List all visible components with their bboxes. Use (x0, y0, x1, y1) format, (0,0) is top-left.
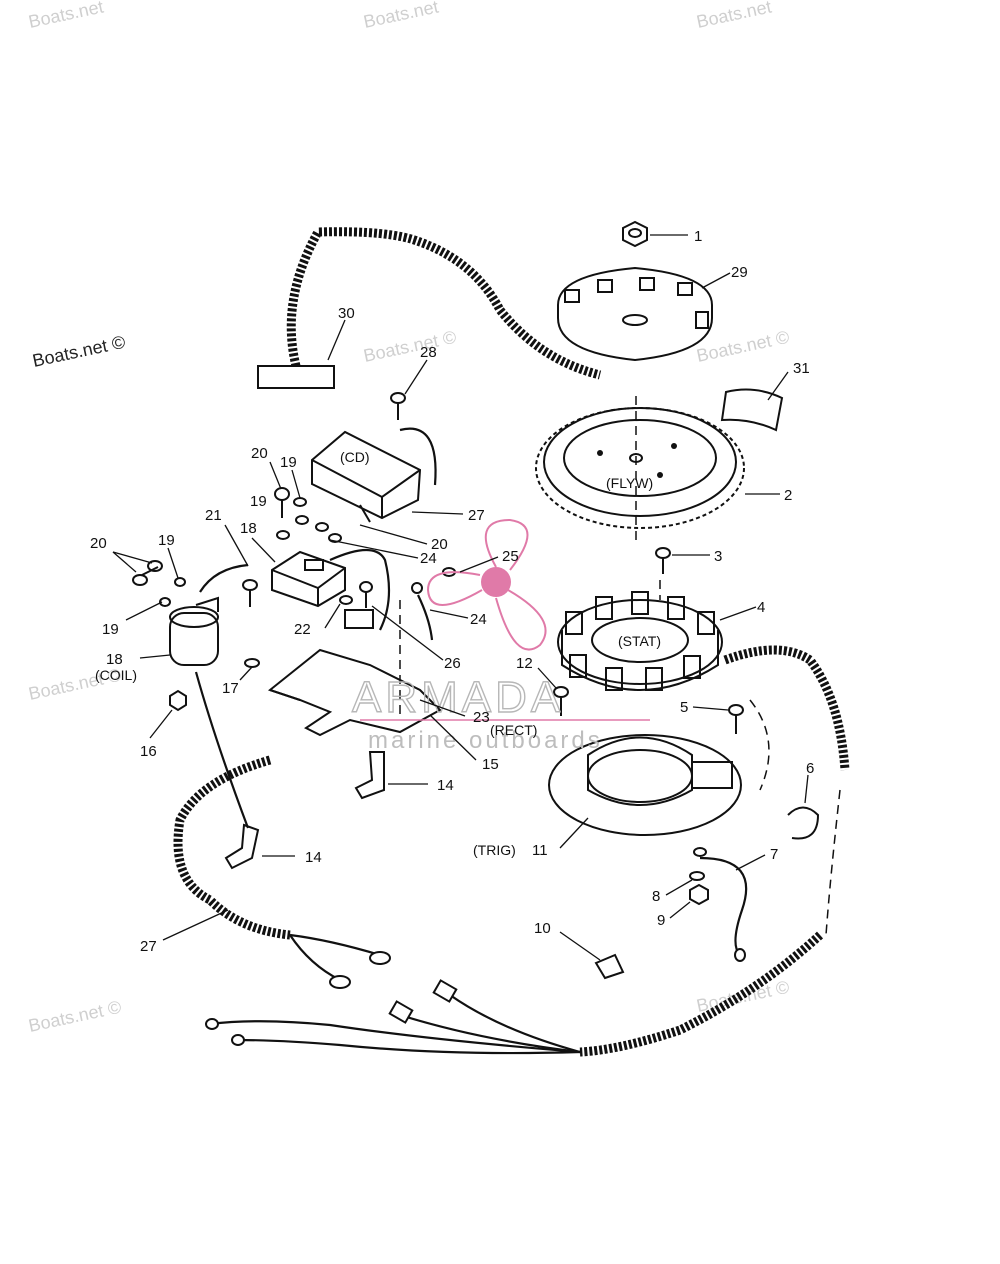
callout-18-coil: 18 (106, 651, 123, 668)
flywheel-screw (655, 547, 671, 574)
trigger-plate (548, 734, 742, 836)
callout-25: 25 (502, 548, 519, 565)
tag-stat: (STAT) (618, 633, 661, 649)
bottom-harness (205, 931, 824, 1057)
cd-wire (329, 549, 391, 631)
stator (557, 580, 723, 691)
watermark: Boats.net (27, 0, 106, 32)
callout-20-cd: 20 (251, 445, 268, 462)
callout-15: 15 (482, 756, 499, 773)
cd-module (311, 427, 437, 523)
callout-3: 3 (714, 548, 722, 565)
brand-name: ARMADA (352, 673, 564, 722)
coil-washer (244, 658, 260, 668)
watermarks: Boats.net Boats.net Boats.net Boats.net … (27, 0, 791, 1036)
terminal-24 (411, 582, 423, 594)
cd-bolts (274, 487, 342, 543)
callout-19-coil-lower: 19 (102, 621, 119, 638)
callout-26: 26 (444, 655, 461, 672)
callout-6: 6 (806, 760, 814, 777)
flywheel-nut (622, 220, 648, 248)
callout-30: 30 (338, 305, 355, 322)
callout-16: 16 (140, 743, 157, 760)
stator-screw (553, 686, 569, 716)
lock-washer (689, 871, 705, 881)
watermark: Boats.net © (695, 327, 791, 366)
mounting-bracket (267, 600, 442, 737)
j-clip (594, 953, 625, 980)
flywheel-decal (720, 388, 784, 432)
wire-24 (417, 594, 434, 641)
spark-boot-lower (224, 823, 260, 870)
washer-22 (339, 595, 353, 605)
callout-22: 22 (294, 621, 311, 638)
bolt-26 (359, 581, 373, 608)
callout-17: 17 (222, 680, 239, 697)
ground-wire (693, 847, 748, 962)
callout-24-lower: 24 (470, 611, 487, 628)
callout-23: 23 (473, 709, 490, 726)
flywheel-cup (557, 266, 713, 362)
leader-lines (112, 234, 809, 961)
trigger-screw (728, 704, 744, 734)
ignition-coil (169, 596, 219, 666)
callout-20-coil: 20 (90, 535, 107, 552)
hex-nut (689, 883, 709, 906)
watermark: Boats.net © (27, 997, 123, 1036)
callout-14-lower: 14 (305, 849, 322, 866)
tag-cd: (CD) (340, 449, 370, 465)
coil-nut (169, 689, 187, 712)
wire-sleeve-30 (257, 227, 602, 389)
callout-numbers: 1 29 31 2 3 4 12 5 6 7 8 9 10 11 30 28 2… (90, 228, 814, 955)
callout-27-lower: 27 (140, 938, 157, 955)
watermark: Boats.net © (695, 977, 791, 1016)
callout-1: 1 (694, 228, 702, 245)
coil-bolts (132, 560, 258, 607)
callout-9: 9 (657, 912, 665, 929)
brand-logo: ARMADA marine outboards (351, 518, 650, 754)
callout-5: 5 (680, 699, 688, 716)
flywheel (535, 396, 745, 540)
callout-24-upper: 24 (420, 550, 437, 567)
callout-28: 28 (420, 344, 437, 361)
component-tags: (CD) (FLYW) (STAT) (TRIG) (RECT) (COIL) (95, 449, 661, 858)
coil-lead (194, 671, 250, 829)
callout-12: 12 (516, 655, 533, 672)
spark-boot-upper (354, 751, 385, 800)
callout-10: 10 (534, 920, 551, 937)
tag-coil: (COIL) (95, 667, 137, 683)
callout-19-cd: 19 (280, 454, 297, 471)
callout-19-coil-upper: 19 (158, 532, 175, 549)
watermark: Boats.net (362, 0, 441, 32)
callout-14-upper: 14 (437, 777, 454, 794)
callout-4: 4 (757, 599, 765, 616)
propeller-icon (426, 518, 547, 651)
callout-20-right: 20 (431, 536, 448, 553)
callout-11: 11 (532, 842, 548, 859)
callout-21: 21 (205, 507, 222, 524)
stator-harness (723, 645, 850, 771)
callout-7: 7 (770, 846, 778, 863)
callout-18-rect: 18 (240, 520, 257, 537)
watermark: Boats.net (695, 0, 774, 32)
tag-rect: (RECT) (490, 722, 537, 738)
callout-31: 31 (793, 360, 810, 377)
cd-screw (390, 392, 406, 420)
callout-19-left: 19 (250, 493, 267, 510)
wire-21 (199, 563, 249, 593)
harness-clip (787, 806, 820, 840)
callout-8: 8 (652, 888, 660, 905)
watermark-dark: Boats.net © (31, 332, 127, 371)
callout-2: 2 (784, 487, 792, 504)
tag-flyw: (FLYW) (606, 475, 653, 491)
watermark: Boats.net © (362, 327, 458, 366)
callout-29: 29 (731, 264, 748, 281)
tag-trig: (TRIG) (473, 842, 516, 858)
rectifier-block (271, 550, 346, 608)
callout-27-upper: 27 (468, 507, 485, 524)
brand-tagline: marine outboards (368, 727, 603, 754)
main-harness (173, 755, 391, 989)
